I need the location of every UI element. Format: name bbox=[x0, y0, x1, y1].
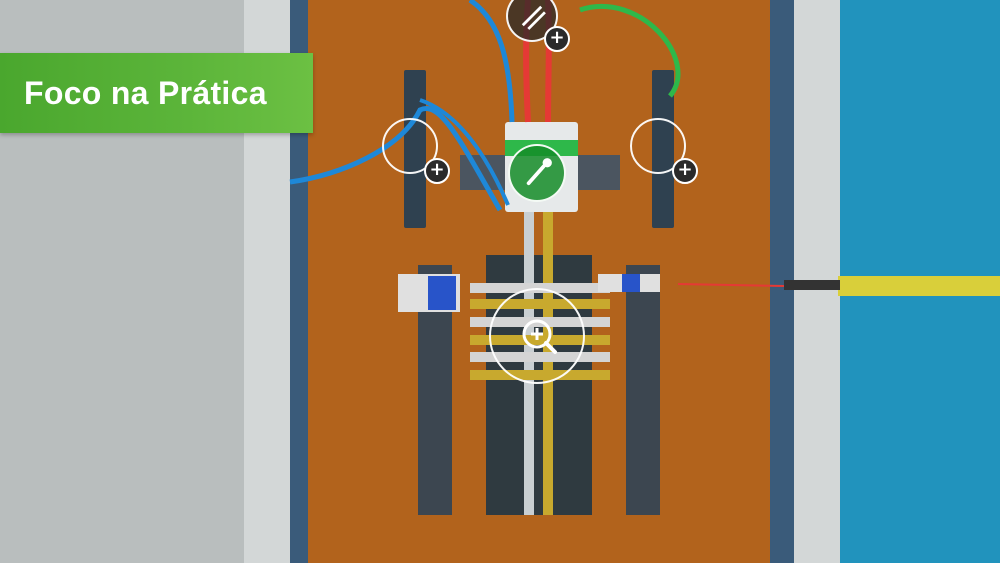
plus-icon: + bbox=[672, 158, 698, 184]
plus-icon: + bbox=[544, 26, 570, 52]
main-breaker-hotspot[interactable] bbox=[508, 144, 566, 202]
conduit bbox=[838, 276, 1000, 296]
banner-title: Foco na Prática bbox=[24, 74, 267, 111]
wires-hotspot[interactable]: + bbox=[506, 0, 570, 52]
left-bus-hotspot[interactable]: + bbox=[382, 118, 450, 184]
screwdriver-icon bbox=[526, 158, 552, 186]
busbar-zoom-hotspot[interactable] bbox=[489, 288, 585, 384]
focus-banner: Foco na Prática bbox=[0, 53, 313, 133]
tools-icon bbox=[521, 5, 546, 30]
left-vent bbox=[290, 0, 310, 563]
zoom-in-icon bbox=[522, 319, 557, 354]
right-bus-hotspot[interactable]: + bbox=[630, 118, 698, 184]
plus-icon: + bbox=[424, 158, 450, 184]
